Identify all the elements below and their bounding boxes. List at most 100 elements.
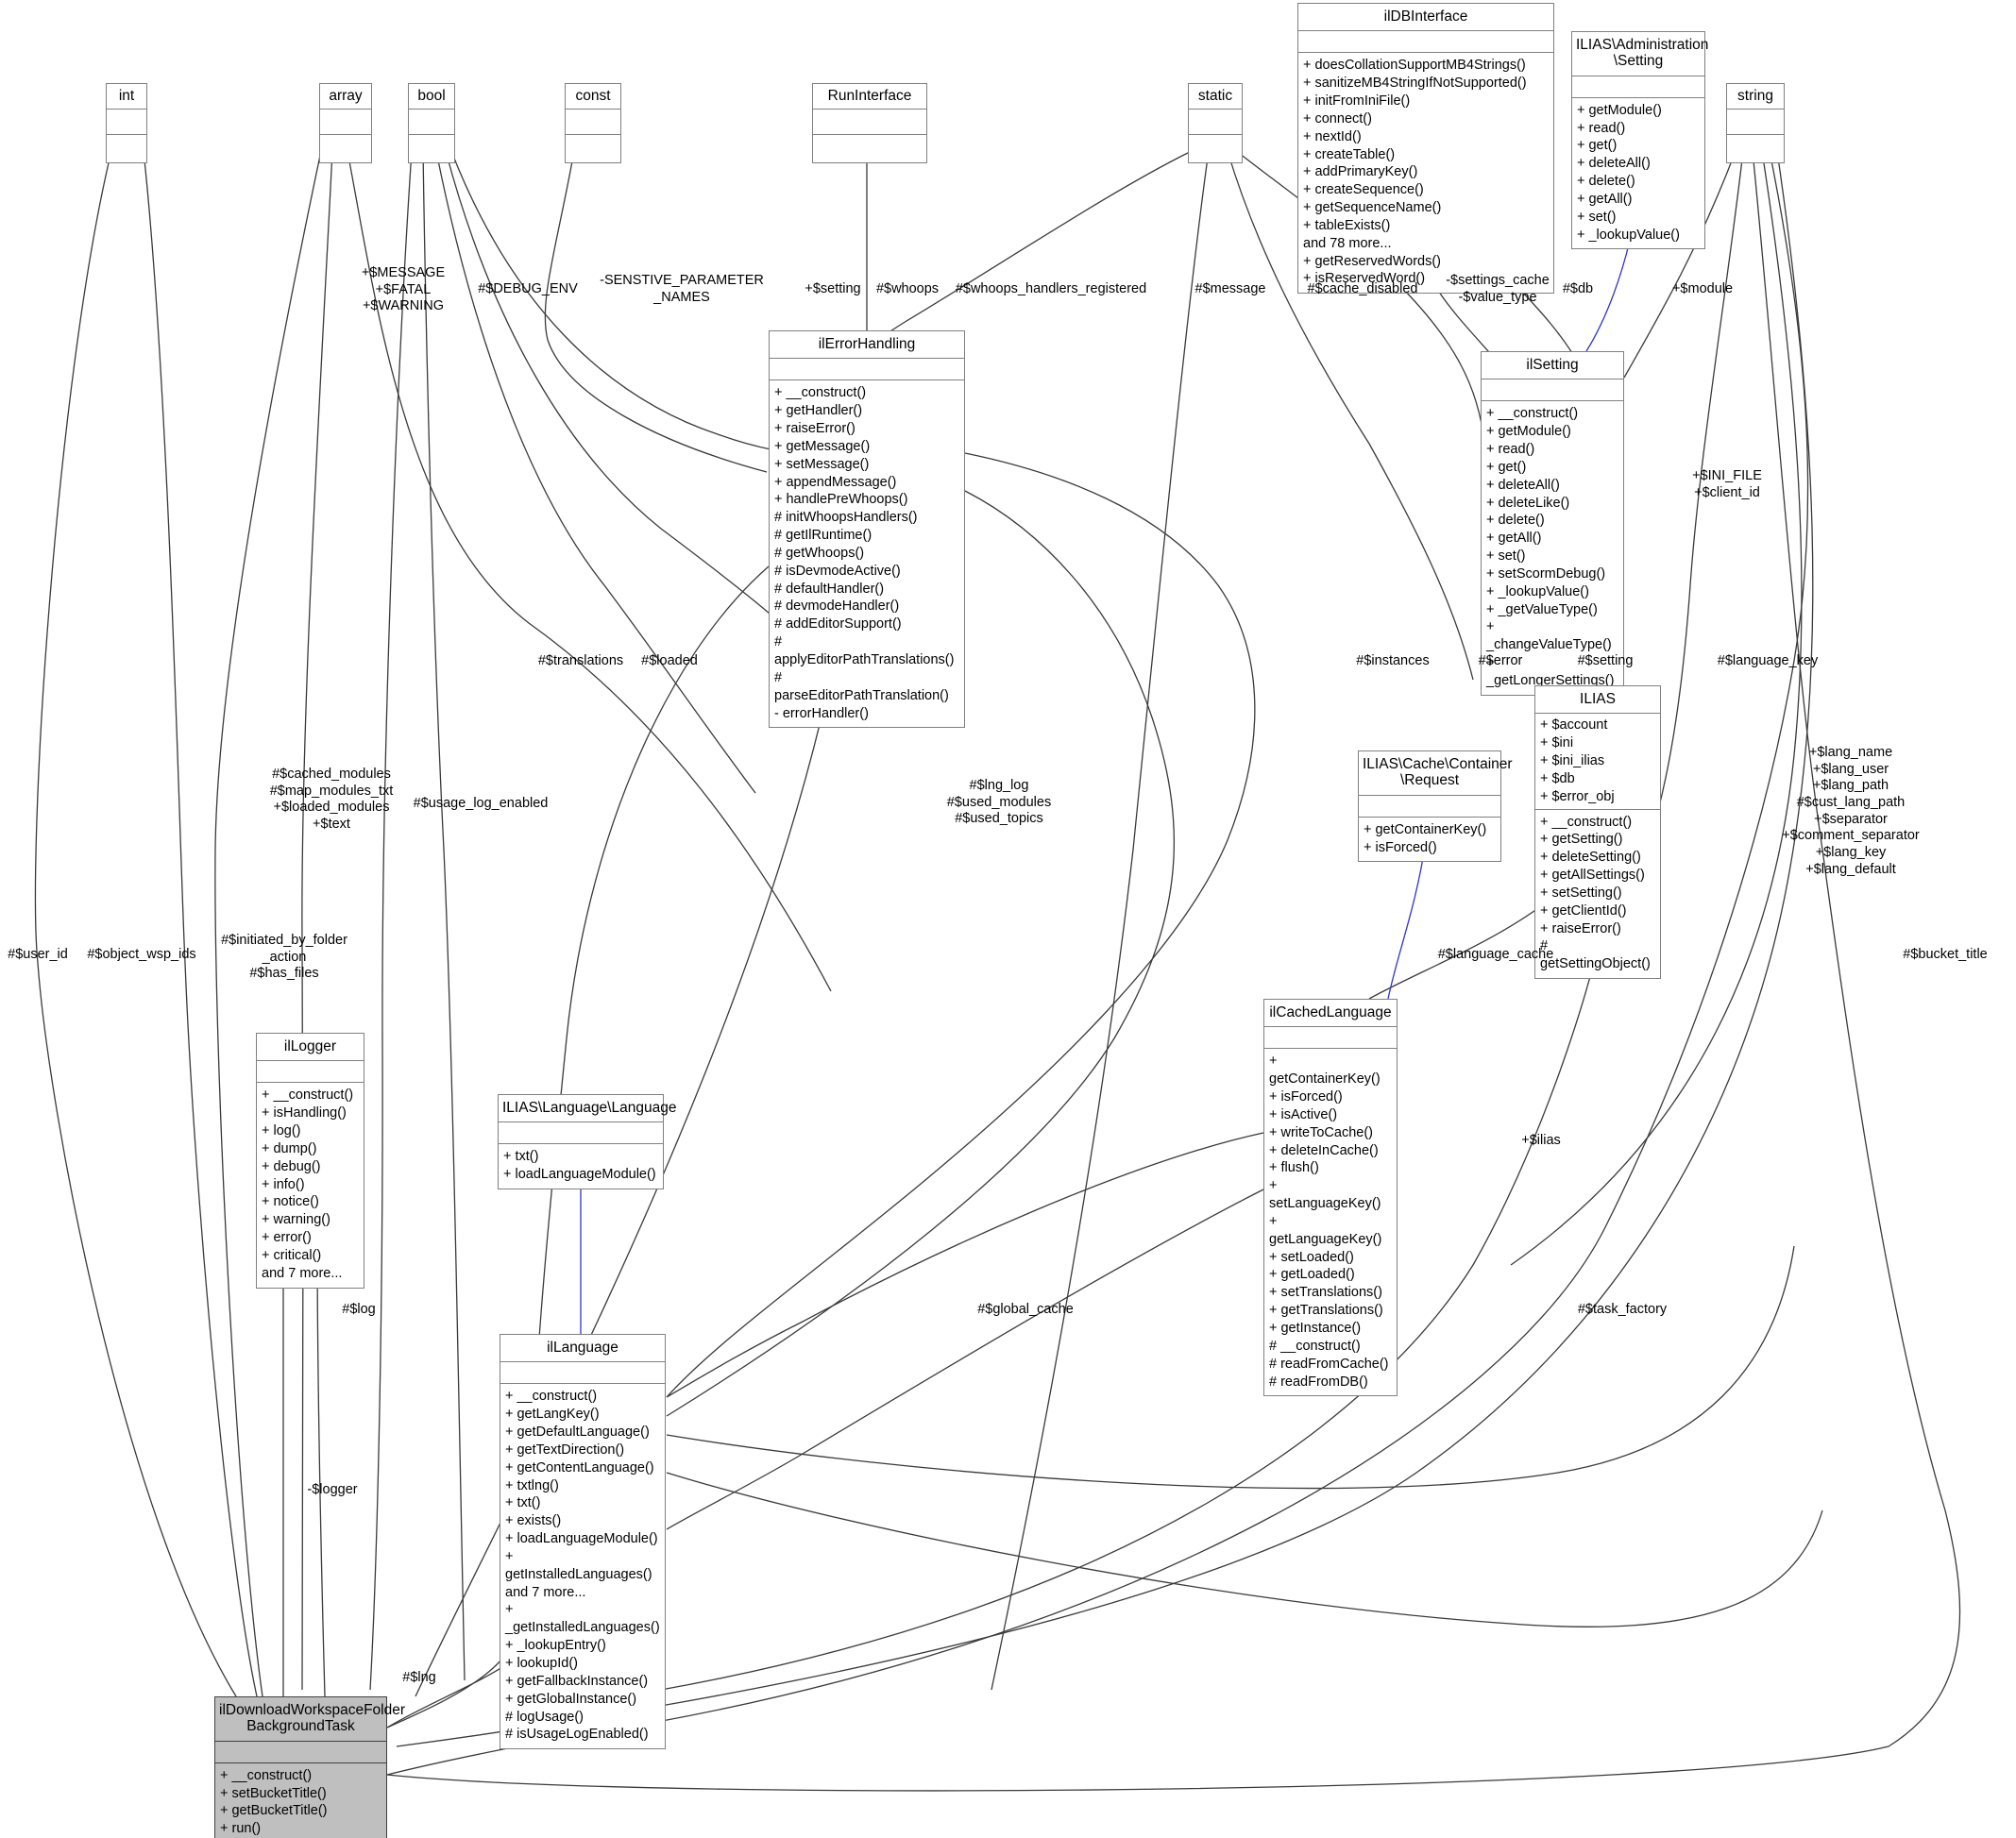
class-operations: + __construct() + getModule() + read() +… <box>1486 406 1615 689</box>
edge-label-l-language-cache: #$language_cache <box>1437 947 1554 962</box>
class-operations <box>566 135 620 162</box>
edge-label-l-ini-file-client-id: +$INI_FILE +$client_id <box>1692 468 1762 500</box>
edge-label-l-whoops-handlers-registered: #$whoops_handlers_registered <box>955 281 1147 296</box>
edge-label-l-module: +$module <box>1671 281 1734 296</box>
class-operations: + __construct() + isHandling() + log() +… <box>262 1088 354 1281</box>
class-operations: + getContainerKey() + isForced() <box>1364 821 1487 855</box>
class-name: ILIAS\Cache\Container \Request <box>1359 751 1513 796</box>
class-node-array[interactable]: array <box>319 83 372 164</box>
class-node-int[interactable]: int <box>106 83 147 164</box>
class-operations <box>813 135 926 162</box>
class-name: ILIAS\Administration \Setting <box>1572 32 1708 76</box>
class-name: static <box>1189 84 1242 110</box>
class-attributes <box>566 110 620 136</box>
class-node-bool[interactable]: bool <box>408 83 455 164</box>
class-node-static[interactable]: static <box>1188 83 1243 164</box>
edge-label-l-setting: +$setting <box>805 281 861 296</box>
class-attributes <box>1727 110 1784 136</box>
class-attributes <box>770 359 964 381</box>
class-attributes <box>500 1362 665 1385</box>
edge-label-l-usage-log-enabled: #$usage_log_enabled <box>413 796 549 811</box>
class-node-ilias-admin-setting[interactable]: ILIAS\Administration \Setting+ getModule… <box>1571 31 1708 250</box>
edge-label-l-loaded: #$loaded <box>641 653 698 668</box>
edge-label-l-translations: #$translations <box>537 653 624 668</box>
edge-label-l-setting2: #$setting <box>1577 653 1634 668</box>
edge-label-l-lang-name-group: +$lang_name +$lang_user +$lang_path #$cu… <box>1782 745 1920 877</box>
class-attributes <box>813 110 926 136</box>
class-node-illanguage[interactable]: ilLanguage + __construct() + getLangKey()… <box>500 1334 666 1750</box>
class-node-ilias-language-language[interactable]: ILIAS\Language\Language + txt() + loadLan… <box>498 1094 676 1190</box>
class-name: ilErrorHandling <box>770 331 964 360</box>
class-attributes <box>215 1742 386 1763</box>
class-operations: + getContainerKey() + isForced() + isAct… <box>1269 1054 1389 1390</box>
class-operations <box>1189 135 1242 162</box>
edge-label-l-logger: -$logger <box>307 1482 358 1497</box>
class-node-const[interactable]: const <box>565 83 621 164</box>
class-node-ildownloadworkspacefolderbackgroundtask[interactable]: ilDownloadWorkspaceFolder BackgroundTask… <box>214 1696 405 1838</box>
edge-label-l-lng: #$lng <box>402 1670 436 1685</box>
class-name: bool <box>409 84 454 110</box>
class-operations <box>1727 135 1784 162</box>
edge-label-l-error: #$error <box>1478 653 1523 668</box>
class-name: int <box>107 84 146 110</box>
class-operations: + __construct() + getHandler() + raiseEr… <box>774 385 955 721</box>
class-operations <box>320 135 371 162</box>
class-name: ilSetting <box>1482 352 1623 380</box>
edge-label-l-debug-env: #$DEBUG_ENV <box>478 281 578 296</box>
class-name: ilLanguage <box>500 1335 665 1363</box>
edge-label-l-instances: #$instances <box>1356 653 1430 668</box>
class-attributes <box>107 110 146 136</box>
class-node-ilerrorhandling[interactable]: ilErrorHandling + __construct() + getHand… <box>769 330 965 729</box>
edge-label-l-user-id: #$user_id <box>8 947 68 962</box>
class-node-string[interactable]: string <box>1726 83 1785 164</box>
class-attributes <box>1572 76 1704 98</box>
class-operations: + __construct() + setBucketTitle() + get… <box>220 1767 328 1837</box>
edge-label-l-global-cache: #$global_cache <box>977 1302 1074 1317</box>
class-operations: + doesCollationSupportMB4Strings() + san… <box>1303 58 1527 287</box>
class-node-ilsetting[interactable]: ilSetting + __construct() + getModule() +… <box>1481 351 1624 696</box>
class-name: ILIAS <box>1535 686 1660 715</box>
class-name: RunInterface <box>813 84 926 110</box>
class-name: ILIAS\Language\Language <box>499 1095 676 1123</box>
class-name: ilLogger <box>257 1034 364 1062</box>
class-attributes <box>1264 1027 1397 1050</box>
class-attributes <box>499 1122 663 1145</box>
edge-label-l-db: #$db <box>1562 281 1594 296</box>
edge-label-l-lng-log-used: #$lng_log #$used_modules #$used_topics <box>946 778 1052 827</box>
edge-label-l-cached-modules: #$cached_modules #$map_modules_txt +$loa… <box>269 767 394 833</box>
class-name: const <box>566 84 620 110</box>
class-name: ilDownloadWorkspaceFolder BackgroundTask <box>215 1697 405 1742</box>
edge-label-l-task-factory: #$task_factory <box>1577 1302 1668 1317</box>
class-attributes <box>1482 379 1623 402</box>
class-operations: + txt() + loadLanguageModule() <box>503 1149 656 1183</box>
class-node-illogger[interactable]: ilLogger + __construct() + isHandling() +… <box>256 1033 364 1289</box>
edge-label-l-language-key: #$language_key <box>1717 653 1819 668</box>
class-name: array <box>320 84 371 110</box>
class-node-runinterface[interactable]: RunInterface <box>812 83 927 164</box>
class-operations <box>107 135 146 162</box>
class-operations: + __construct() + getSetting() + deleteS… <box>1540 814 1651 972</box>
class-node-ilias[interactable]: ILIAS+ $account + $ini + $ini_ilias + $d… <box>1534 685 1661 980</box>
edge-label-l-message-fatal-warning: +$MESSAGE +$FATAL +$WARNING <box>361 265 446 314</box>
edge-label-l-ilias-ref: +$ilias <box>1521 1133 1561 1148</box>
edge-label-l-cache-disabled: #$cache_disabled <box>1307 281 1418 296</box>
edge-label-l-object-wsp-ids: #$object_wsp_ids <box>87 947 196 962</box>
class-attributes <box>1298 31 1553 54</box>
class-operations: + __construct() + getLangKey() + getDefa… <box>505 1389 660 1743</box>
edge-label-l-message: #$message <box>1194 281 1266 296</box>
edge-label-l-initiated-by-folder: #$initiated_by_folder _action #$has_file… <box>221 933 347 982</box>
class-node-ilcachedlanguage[interactable]: ilCachedLanguage + getContainerKey() + is… <box>1263 999 1398 1397</box>
class-operations <box>409 135 454 162</box>
class-name: ilDBInterface <box>1298 4 1553 32</box>
edge-label-l-log: #$log <box>342 1302 376 1317</box>
class-node-ilias-cache-container-request[interactable]: ILIAS\Cache\Container \Request + getConta… <box>1358 750 1513 863</box>
class-attributes <box>257 1061 364 1084</box>
class-node-ildbinterface[interactable]: ilDBInterface + doesCollationSupportMB4St… <box>1297 3 1554 295</box>
edge-label-l-settings-cache-value-type: -$settings_cache -$value_type <box>1446 273 1550 305</box>
class-attributes <box>1189 110 1242 136</box>
class-name: ilCachedLanguage <box>1264 1000 1397 1028</box>
class-name: string <box>1727 84 1784 110</box>
edge-label-l-bucket-title: #$bucket_title <box>1903 947 1988 962</box>
